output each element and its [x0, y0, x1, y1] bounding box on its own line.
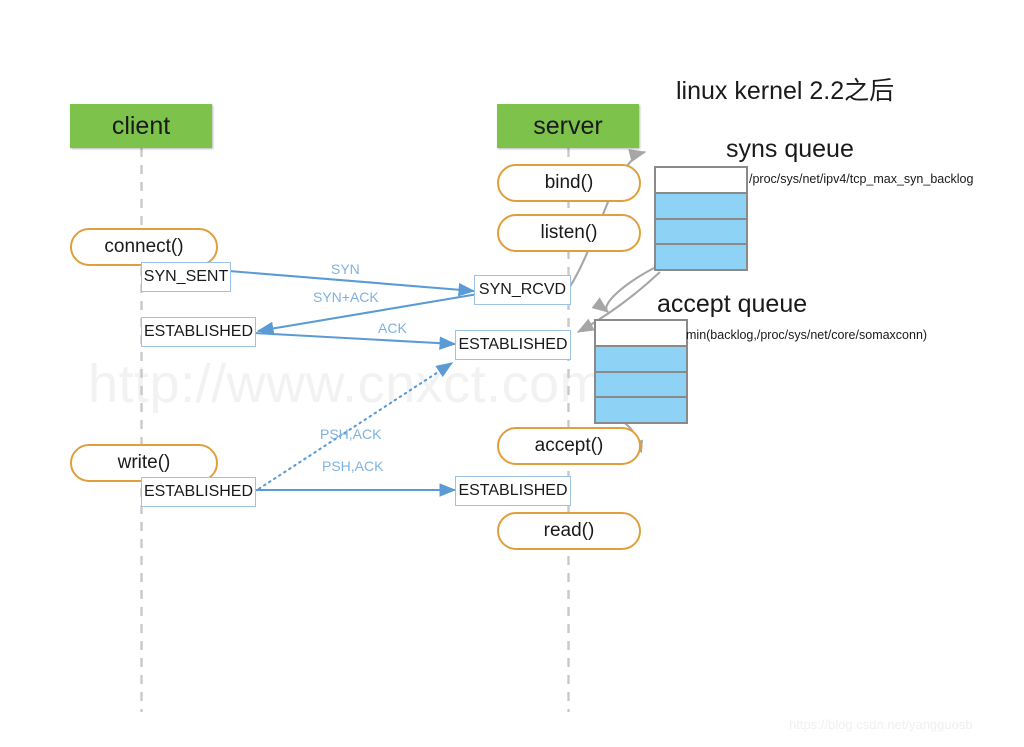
accept-queue-cell-3 [596, 398, 686, 422]
arrow-syns-to-accept [591, 267, 655, 313]
arrow-ack [253, 331, 457, 350]
accept-queue-cell-2 [596, 372, 686, 399]
accept-queue-title: accept queue [657, 290, 808, 318]
syns-queue-title: syns queue [726, 135, 854, 163]
client-state-syn-sent: SYN_SENT [141, 262, 231, 292]
kernel-version-note: linux kernel 2.2之后 [676, 77, 895, 105]
client-state-established-1: ESTABLISHED [141, 317, 256, 347]
accept-queue-subtitle: min(backlog,/proc/sys/net/core/somaxconn… [686, 328, 928, 342]
server-state-syn-rcvd: SYN_RCVD [474, 275, 571, 305]
server-state-established-2: ESTABLISHED [455, 476, 571, 506]
actor-client: client [70, 104, 212, 148]
server-call-listen[interactable]: listen() [497, 214, 641, 252]
syns-queue-cell-0 [656, 168, 746, 194]
message-label-ack: ACK [378, 320, 407, 336]
blog-watermark: https://blog.csdn.net/yangguosb [789, 717, 973, 732]
accept-queue-cell-1 [596, 346, 686, 373]
server-call-bind[interactable]: bind() [497, 164, 641, 202]
syns-queue-cell-3 [656, 245, 746, 269]
message-label-psh-ack-dotted: PSH,ACK [320, 426, 382, 442]
accept-queue-cell-0 [596, 321, 686, 347]
syns-queue-subtitle: /proc/sys/net/ipv4/tcp_max_syn_backlog [749, 172, 974, 186]
server-call-accept[interactable]: accept() [497, 427, 641, 465]
server-state-established-1: ESTABLISHED [455, 330, 571, 360]
site-watermark: http://www.cnxct.com [88, 354, 606, 414]
message-label-syn-ack: SYN+ACK [313, 289, 379, 305]
message-label-syn: SYN [331, 261, 360, 277]
server-call-read[interactable]: read() [497, 512, 641, 550]
syns-queue-cell-1 [656, 193, 746, 220]
client-call-connect[interactable]: connect() [70, 228, 218, 266]
message-label-psh-ack-solid: PSH,ACK [322, 458, 384, 474]
actor-server: server [497, 104, 639, 148]
client-state-established-2: ESTABLISHED [141, 477, 256, 507]
syns-queue [654, 166, 748, 271]
accept-queue [594, 319, 688, 424]
syns-queue-cell-2 [656, 219, 746, 246]
